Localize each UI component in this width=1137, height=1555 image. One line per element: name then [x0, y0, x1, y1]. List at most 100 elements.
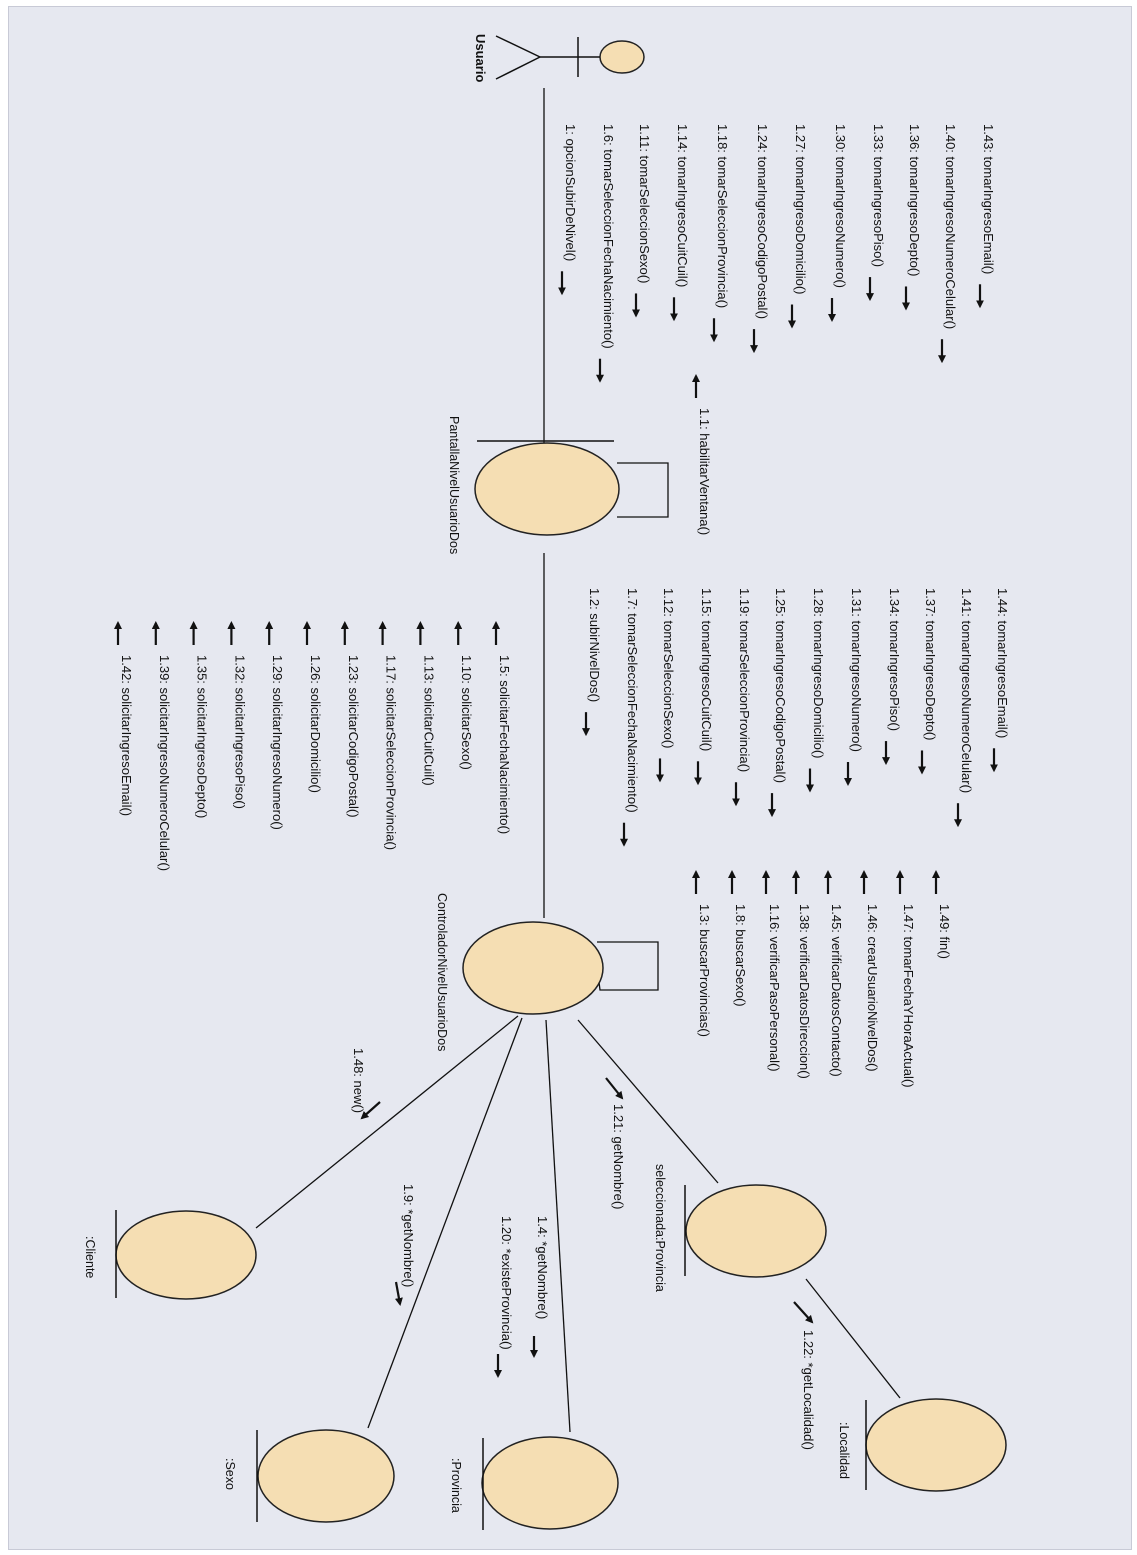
- links: [255, 88, 901, 1433]
- message-label: 1.40: tomarIngresoNumeroCelular(): [943, 124, 958, 329]
- message-label: 1.18: tomarSeleccionProvincia(): [715, 124, 730, 308]
- actor-head: [599, 40, 645, 74]
- message: 1.17: solicitarSeleccionProvincia(): [378, 621, 399, 850]
- messages: 1.43: tomarIngresoEmail() 1.40: tomarIngr…: [114, 124, 1010, 1450]
- message-label: 1.25: tomarIngresoCodigoPostal(): [773, 588, 788, 783]
- message-label: 1.29: solicitarIngresoNumero(): [270, 655, 285, 830]
- object-provincia[interactable]: :Provincia: [449, 1436, 619, 1530]
- object-sexo[interactable]: :Sexo: [223, 1429, 395, 1523]
- message-label: 1.10: solicitarSexo(): [459, 655, 474, 770]
- message: 1.25: tomarIngresoCodigoPostal(): [768, 588, 788, 818]
- object-localidad[interactable]: :Localidad: [837, 1398, 1007, 1492]
- message-label: 1.19: tomarSeleccionProvincia(): [737, 588, 752, 772]
- message-label: 1.16: verificarPasoPersonal(): [767, 904, 782, 1072]
- message-label: 1.41: tomarIngresoNumeroCelular(): [959, 588, 974, 793]
- message: 1.35: solicitarIngresoDepto(): [189, 621, 210, 818]
- message-label: 1.30: tomarIngresoNumero(): [833, 124, 848, 288]
- message: 1.37: tomarIngresoDepto(): [918, 588, 938, 775]
- message-label: 1.46: crearUsuarioNivelDos(): [865, 904, 880, 1072]
- message: 1.8: buscarSexo(): [728, 870, 748, 1007]
- message-label: 1.6: tomarSeleccionFechaNacimiento(): [601, 124, 616, 349]
- message: 1.14: tomarIngresoCuitCuil(): [670, 124, 690, 322]
- message: 1.30: tomarIngresoNumero(): [828, 124, 848, 323]
- message-label: 1.5: solicitarFechaNacimiento(): [497, 655, 512, 834]
- actor-usuario[interactable]: Usuario: [473, 34, 645, 82]
- message-label: 1.35: solicitarIngresoDepto(): [195, 655, 210, 818]
- message: 1.11: tomarSeleccionSexo(): [632, 124, 652, 318]
- message-label: 1.47: tomarFechaYHoraActual(): [901, 904, 916, 1088]
- to-provincia-message-2: 1.20: *existeProvincia(): [494, 1216, 514, 1378]
- message: 1: opcionSubirDeNivel(): [558, 124, 578, 296]
- link-controlador-sexo: [367, 1017, 523, 1429]
- object-controlador[interactable]: ControladorNivelUsuarioDos: [435, 893, 604, 1051]
- message: 1.24: tomarIngresoCodigoPostal(): [750, 124, 770, 354]
- message: 1.2: subirNivelDos(): [582, 588, 602, 737]
- usuario-to-pantalla-messages: 1.43: tomarIngresoEmail() 1.40: tomarIngr…: [558, 124, 996, 383]
- object-pantalla-shape: [474, 442, 620, 536]
- object-controlador-shape: [462, 921, 604, 1015]
- message: 1.32: solicitarIngresoPiso(): [227, 621, 247, 809]
- message-label: 1.27: tomarIngresoDomicilio(): [793, 124, 808, 295]
- message-label: 1.44: tomarIngresoEmail(): [995, 588, 1010, 738]
- message: 1.6: tomarSeleccionFechaNacimiento(): [596, 124, 616, 383]
- link-controlador-self: [596, 941, 659, 991]
- message: 1.16: verificarPasoPersonal(): [762, 870, 782, 1072]
- message: 1.3: buscarProvincias(): [692, 870, 712, 1037]
- message: 1.7: tomarSeleccionFechaNacimiento(): [620, 588, 640, 847]
- to-sexo-message: 1.9: *getNombre(): [394, 1184, 416, 1306]
- message: 1.33: tomarIngresoPiso(): [866, 124, 886, 302]
- message-label: 1: opcionSubirDeNivel(): [563, 124, 578, 261]
- message: 1.44: tomarIngresoEmail(): [990, 588, 1010, 773]
- object-seleccionada[interactable]: seleccionada:Provincia: [653, 1164, 827, 1292]
- link-seleccionada-localidad: [805, 1278, 901, 1399]
- to-provincia-message-1: 1.4: *getNombre(): [530, 1216, 550, 1358]
- message: 1.43: tomarIngresoEmail(): [976, 124, 996, 309]
- object-pantalla[interactable]: PantallaNivelUsuarioDos: [447, 416, 620, 554]
- message-label: 1.49: fin(): [937, 904, 952, 959]
- message: 1.40: tomarIngresoNumeroCelular(): [938, 124, 958, 364]
- actor-leg-left: [495, 35, 541, 58]
- message-label: 1.7: tomarSeleccionFechaNacimiento(): [625, 588, 640, 813]
- message: 1.23: solicitarCodigoPostal(): [340, 621, 361, 818]
- message-label: 1.24: tomarIngresoCodigoPostal(): [755, 124, 770, 319]
- message-label: 1.31: tomarIngresoNumero(): [849, 588, 864, 752]
- message-arrow: [605, 1077, 624, 1100]
- message-label: 1.34: tomarIngresoPiso(): [887, 588, 902, 731]
- message-label: 1.4: *getNombre(): [535, 1216, 550, 1319]
- message: 1.19: tomarSeleccionProvincia(): [732, 588, 752, 807]
- message: 1.10: solicitarSexo(): [454, 621, 474, 770]
- message-label: 1.28: tomarIngresoDomicilio(): [811, 588, 826, 759]
- object-localidad-shape: [865, 1398, 1007, 1492]
- link-pantalla-self: [617, 462, 669, 518]
- to-seleccionada-message: 1.21: getNombre(): [605, 1077, 626, 1210]
- message-label: 1.15: tomarIngresoCuitCuil(): [699, 588, 714, 751]
- message-label: 1.48: new(): [351, 1048, 366, 1113]
- message: 1.12: tomarSeleccionSexo(): [656, 588, 676, 783]
- message: 1.45: verificarDatosContacto(): [824, 870, 844, 1077]
- message: 1.26: solicitarDomicilio(): [303, 621, 323, 793]
- object-pantalla-name: PantallaNivelUsuarioDos: [447, 416, 461, 554]
- message-label: 1.22: *getLocalidad(): [801, 1330, 816, 1450]
- object-seleccionada-name: seleccionada:Provincia: [653, 1164, 667, 1292]
- message: 1.38: verificarDatosDireccion(): [792, 870, 812, 1079]
- message-label: 1.33: tomarIngresoPiso(): [871, 124, 886, 267]
- to-cliente-message: 1.48: new(): [351, 1048, 381, 1120]
- message-label: 1.14: tomarIngresoCuitCuil(): [675, 124, 690, 287]
- message-label: 1.9: *getNombre(): [401, 1184, 416, 1287]
- object-controlador-name: ControladorNivelUsuarioDos: [435, 893, 449, 1051]
- message-arrow: [394, 1281, 403, 1306]
- actor-leg-right: [495, 56, 541, 80]
- message: 1.39: solicitarIngresoNumeroCelular(): [151, 621, 172, 871]
- message: 1.18: tomarSeleccionProvincia(): [710, 124, 730, 343]
- link-controlador-provincia: [545, 1019, 571, 1433]
- message-label: 1.2: subirNivelDos(): [587, 588, 602, 702]
- object-cliente[interactable]: :Cliente: [83, 1210, 257, 1300]
- message: 1.34: tomarIngresoPiso(): [882, 588, 902, 766]
- message-label: 1.32: solicitarIngresoPiso(): [232, 655, 247, 809]
- object-seleccionada-shape: [685, 1184, 827, 1278]
- message: 1.1: habilitarVentana(): [692, 374, 712, 535]
- message: 1.27: tomarIngresoDomicilio(): [788, 124, 808, 329]
- message-label: 1.11: tomarSeleccionSexo(): [637, 124, 652, 283]
- message-label: 1.39: solicitarIngresoNumeroCelular(): [157, 655, 172, 871]
